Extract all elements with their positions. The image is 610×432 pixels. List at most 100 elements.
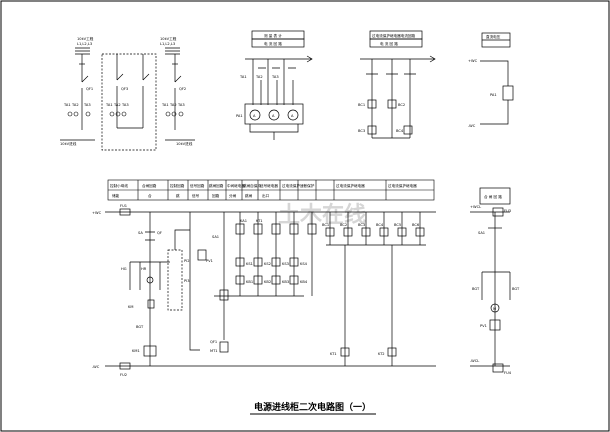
table-header-cell: 控制回路 — [170, 183, 185, 188]
dc-meter-labels: 直流电压 +WC -WC PA1 — [468, 34, 501, 128]
ctrl-label: PI2 — [184, 259, 190, 263]
ta-label: TA1 — [63, 103, 71, 107]
protection-header-1: 过电流保护继电器电流回路 — [372, 33, 416, 38]
signal-neg-label: -WCL — [470, 359, 479, 363]
signal-pv-label: PV1 — [480, 324, 487, 328]
table-row2-cell: 储能 — [112, 193, 120, 198]
relay-label: BC3 — [358, 129, 365, 133]
ctrl-label: MT1 — [210, 349, 218, 353]
signal-fuse-bot: FU4 — [504, 371, 512, 375]
signal-bgt-label: BGT — [472, 287, 480, 291]
metering-header-1: 测 量 表 计 — [264, 33, 282, 38]
table-row2-cell: 合 — [148, 193, 152, 198]
metering-meter-label: PA1 — [236, 114, 243, 118]
ctrl-label: SA — [138, 231, 143, 235]
table-row2-cell: 回路 — [212, 193, 220, 198]
bottom-right-label: 10kV进线 — [176, 141, 193, 146]
ta-label: TA1 — [105, 103, 113, 107]
bus-right-phases: L1,L2,L3 — [160, 42, 175, 46]
ammeter-glyph: A — [291, 114, 294, 118]
bus-right-label: 10kV工程 — [160, 36, 177, 41]
metering-ta-label: TA3 — [271, 75, 279, 79]
table-header-cell: 速断保护 — [300, 183, 315, 188]
qf2-label: QF2 — [179, 87, 186, 91]
dc-pos-label: +WC — [468, 59, 478, 63]
drawing-title: 电源进线柜二次电路图（一） — [254, 401, 371, 413]
ctrl-label: BC4 — [376, 223, 384, 227]
ctrl-label: KT1 — [256, 219, 263, 223]
ctrl-label: PV1 — [206, 259, 213, 263]
ctrl-label: KM1 — [132, 349, 140, 353]
ammeter-glyph: A — [253, 114, 256, 118]
ctrl-label: BC6 — [412, 223, 420, 227]
relay-label: BC4 — [396, 129, 404, 133]
table-header-cell: 合闸回路 — [142, 183, 157, 188]
ctrl-label: HR — [141, 267, 147, 271]
ta-label: TA2 — [113, 103, 121, 107]
control-labels: +WC -WC FU1 FU2 SA QF HG HR KM BGT PI2 P… — [92, 204, 420, 377]
dc-meter-circuit — [480, 32, 514, 125]
ctrl-label: KM — [128, 305, 133, 309]
control-table-text: 控制小母线 合闸回路 控制回路 信号 回路 跳闸回路 中间继电器 跳闸自保持 信号… — [110, 183, 417, 198]
ctrl-label: BC5 — [394, 223, 401, 227]
ctrl-neg-label: -WC — [92, 365, 100, 369]
signal-fuse-top: FU3 — [504, 209, 511, 213]
control-table — [107, 179, 435, 201]
metering-header-2: 电 流 回 路 — [264, 41, 282, 46]
bus-left-label: 10kV工程 — [77, 36, 94, 41]
ctrl-label: KB1 — [246, 280, 253, 284]
ctrl-label: KA1 — [240, 219, 247, 223]
table-row2-cell: 跳 — [176, 193, 180, 198]
relay-label: BC2 — [398, 103, 405, 107]
signal-bgt-label: BGT — [512, 287, 520, 291]
fuse-top-label: FU1 — [120, 204, 127, 208]
signal-labels: 合 闸 回 路 +WCL -WCL FU3 FU4 SA1 BGT BGT M … — [470, 194, 520, 375]
ctrl-label: KB2 — [264, 280, 271, 284]
table-row2-cell: 出口 — [262, 193, 270, 198]
ctrl-label: KB3 — [282, 280, 289, 284]
ctrl-label: QF — [157, 231, 162, 235]
metering-circuit — [244, 30, 313, 140]
qf1-label: QF1 — [86, 87, 93, 91]
dc-meter-label: PA1 — [490, 93, 497, 97]
ctrl-label: KB4 — [300, 280, 308, 284]
table-header-cell: 跳闸自保持 — [243, 183, 261, 188]
primary-circuit — [60, 47, 195, 151]
ctrl-label: KS2 — [264, 262, 271, 266]
table-row2-cell: 跳闸 — [245, 193, 253, 198]
ctrl-label: BC2 — [340, 223, 347, 227]
ctrl-label: KT1 — [330, 352, 337, 356]
metering-ta-label: TA2 — [255, 75, 263, 79]
table-header-cell: 信号继电器 — [260, 183, 278, 188]
signal-sa-label: SA1 — [478, 231, 485, 235]
ctrl-pos-label: +WC — [92, 211, 102, 215]
ta-label: TA1 — [161, 103, 169, 107]
protection-circuit — [360, 30, 436, 139]
ctrl-label: BC3 — [358, 223, 365, 227]
ta-label: TA2 — [169, 103, 177, 107]
ta-label: TA3 — [121, 103, 129, 107]
signal-circuit — [470, 187, 511, 373]
bottom-left-label: 10kV进线 — [60, 141, 77, 146]
table-header-cell: 过电流保护继电器 — [388, 183, 417, 188]
table-header-cell: 中间继电器 — [227, 183, 245, 188]
ctrl-label: QF1 — [210, 340, 217, 344]
control-circuit — [105, 208, 436, 370]
table-header-cell: 控制小母线 — [110, 183, 128, 188]
table-row2-cell: 分闸 — [229, 193, 237, 198]
table-row2-cell: 信号 — [192, 193, 200, 198]
ammeter-glyph: A — [272, 114, 275, 118]
protection-header-2: 电 流 回 路 — [380, 41, 398, 46]
ctrl-label: KS4 — [300, 262, 308, 266]
ta-label: TA3 — [177, 103, 185, 107]
ta-label: TA3 — [83, 103, 91, 107]
fuse-bot-label: FU2 — [120, 373, 127, 377]
metering-labels: 测 量 表 计 电 流 回 路 TA1 TA2 TA3 PA1 A A A — [236, 33, 294, 118]
dc-neg-label: -WC — [468, 124, 476, 128]
table-header-cell: 跳闸回路 — [209, 183, 224, 188]
bus-left-phases: L1,L2,L3 — [77, 42, 92, 46]
primary-labels: 10kV工程 L1,L2,L3 10kV工程 L1,L2,L3 QF1 QF3 … — [60, 36, 193, 146]
ctrl-label: HG — [121, 267, 127, 271]
